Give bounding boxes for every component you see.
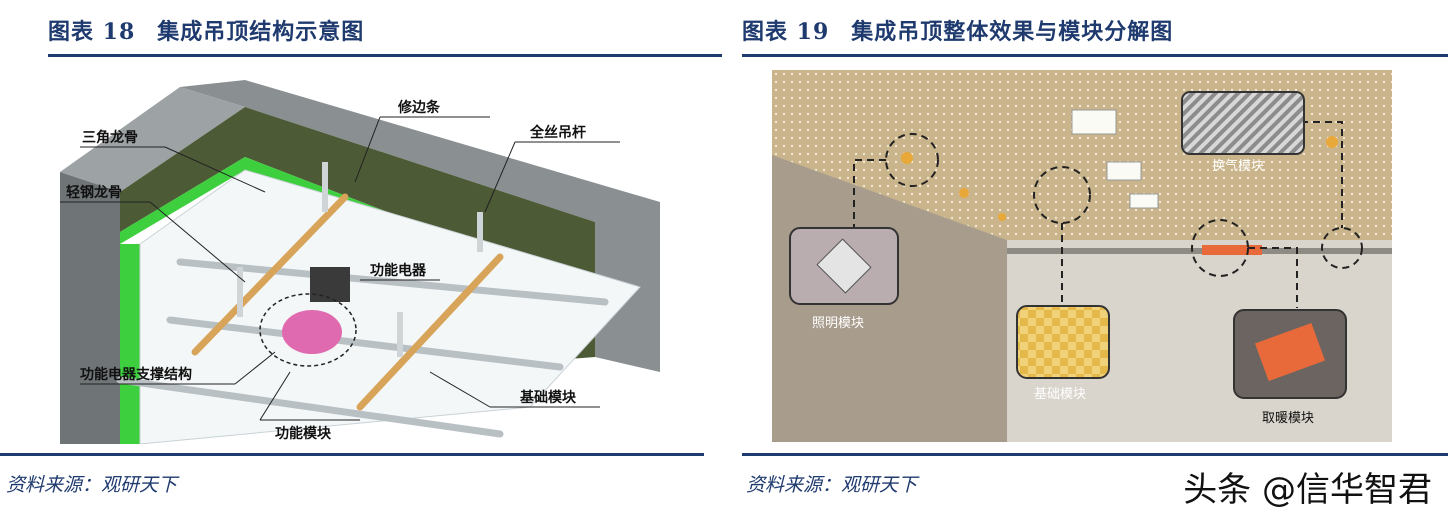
wall-left-face <box>60 172 120 444</box>
heat-lamp <box>1254 322 1326 382</box>
spot-light-3 <box>998 213 1006 221</box>
base-module-thumb <box>1016 305 1110 379</box>
connector-lines <box>853 121 1363 308</box>
label-light-keel: 轻钢龙骨 <box>66 184 122 201</box>
appliance-box <box>310 267 350 302</box>
label-support: 功能电器支撑结构 <box>80 366 192 383</box>
leader-lines <box>60 116 620 421</box>
label-appliance: 功能电器 <box>370 262 427 279</box>
label-triangle-keel: 三角龙骨 <box>82 129 138 146</box>
triangle-keels <box>191 193 504 411</box>
ceiling-light-3 <box>1129 193 1159 209</box>
ceiling-panels <box>139 169 641 444</box>
spot-light-4 <box>1326 136 1338 148</box>
figure-19-source: 资料来源：观研天下 <box>746 474 918 496</box>
ceiling-structure-diagram: 修边条 三角龙骨 全丝吊杆 轻钢龙骨 功能电器 功能电器支撑结构 基础模块 功能… <box>60 80 660 444</box>
ceiling-light-1 <box>1071 109 1117 135</box>
title-rule <box>742 54 1448 57</box>
ceiling-light-2 <box>1106 161 1142 181</box>
wall-rail <box>1007 248 1392 254</box>
source-rule <box>742 453 1448 456</box>
label-light: 照明模块 <box>812 316 864 331</box>
watermark: 头条 @信华智君 <box>1183 470 1432 510</box>
label-trim: 修边条 <box>397 99 441 116</box>
spot-light-2 <box>959 188 969 198</box>
label-vent: 换气模块 <box>1212 158 1264 174</box>
figure-18-source: 资料来源：观研天下 <box>6 474 178 496</box>
vent-module-thumb <box>1181 91 1305 155</box>
light-steel-keels <box>116 258 609 438</box>
heater-strip <box>1202 245 1262 255</box>
green-trim-left <box>120 244 140 444</box>
source-rule <box>0 453 704 456</box>
threaded-rods <box>237 162 483 357</box>
spot-light-1 <box>901 152 913 164</box>
label-rod: 全丝吊杆 <box>529 124 586 141</box>
support-circle <box>259 293 357 367</box>
wall-left-top <box>60 87 245 192</box>
wall-top <box>180 80 660 372</box>
label-base-module: 基础模块 <box>520 389 577 406</box>
label-base: 基础模块 <box>1034 387 1086 402</box>
ceiling-effect-photo: 换气模块 照明模块 基础模块 取暖模块 <box>772 70 1392 442</box>
title-rule <box>48 54 722 57</box>
label-heat: 取暖模块 <box>1262 411 1314 426</box>
appliance-dome <box>282 310 342 354</box>
light-fixture <box>816 238 872 294</box>
label-func-module: 功能模块 <box>275 425 332 442</box>
